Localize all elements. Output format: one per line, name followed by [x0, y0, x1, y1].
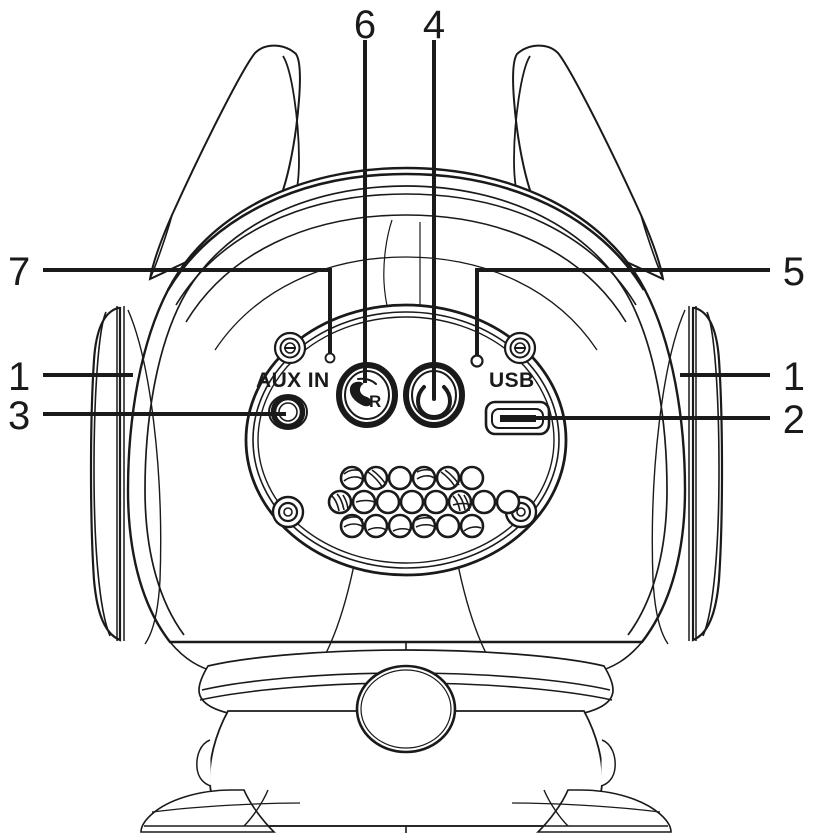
aux-in-jack[interactable]: [268, 394, 308, 430]
status-led: [470, 354, 484, 368]
callout-number-7: 7: [8, 250, 30, 294]
callout-number-6: 6: [354, 3, 376, 47]
callout-number-1-left: 1: [8, 355, 30, 399]
callout-number-5: 5: [783, 250, 805, 294]
speaker-grille-shading: [331, 468, 482, 532]
panel-inner-ring-2: [257, 316, 555, 564]
callout-number-2: 2: [783, 398, 805, 442]
screw-top-right: [503, 331, 537, 365]
call-answer-button[interactable]: R: [336, 362, 398, 428]
base-foot-left: [140, 789, 276, 833]
callout-number-4: 4: [423, 3, 445, 47]
microphone-hole: [324, 352, 336, 364]
call-button-r-glyph: R: [369, 392, 381, 411]
base-center-circle: [355, 664, 457, 754]
usb-port[interactable]: [484, 400, 551, 436]
usb-label: USB: [489, 369, 535, 392]
usb-contact-bar: [500, 415, 536, 422]
callout-leader-lines: [43, 40, 770, 420]
panel-inner-ring-1: [252, 311, 560, 569]
power-button[interactable]: [403, 362, 465, 428]
leader-line-5: [475, 268, 770, 355]
screw-bottom-left: [271, 495, 305, 529]
phone-handset-icon: [349, 377, 377, 407]
callout-number-3: 3: [8, 394, 30, 438]
speaker-grille: [327, 465, 521, 539]
leader-line-7: [43, 268, 332, 353]
screw-top-left: [273, 331, 307, 365]
left-speaker-driver: [89, 306, 162, 645]
right-speaker-driver: [651, 306, 724, 645]
aux-in-label: AUX IN: [256, 369, 330, 392]
base-foot-right: [536, 789, 672, 833]
speaker-base: [140, 649, 672, 833]
callout-number-1-right: 1: [783, 355, 805, 399]
